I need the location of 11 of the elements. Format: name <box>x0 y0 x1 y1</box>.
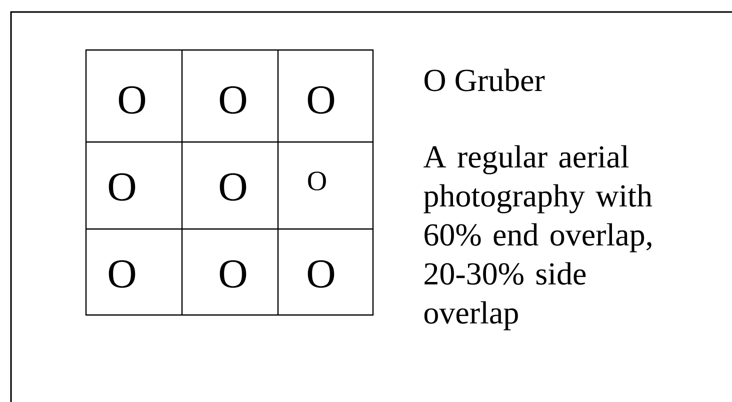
description-paragraph: A regular aerial photography with 60% end overlap, 20-30% side overlap <box>424 145 652 330</box>
heading-text: O Gruber <box>424 68 545 92</box>
grid-letter: O <box>108 173 136 201</box>
grid-letter: O <box>220 260 246 288</box>
grid-letter: O <box>118 86 146 114</box>
grid-letter: O <box>308 86 334 114</box>
grid-letter: O <box>308 260 334 288</box>
grid-letter: O <box>220 173 246 201</box>
grid-letter: O <box>220 86 246 114</box>
grid-letter: O <box>108 260 136 288</box>
grid-letter: O <box>308 172 326 190</box>
